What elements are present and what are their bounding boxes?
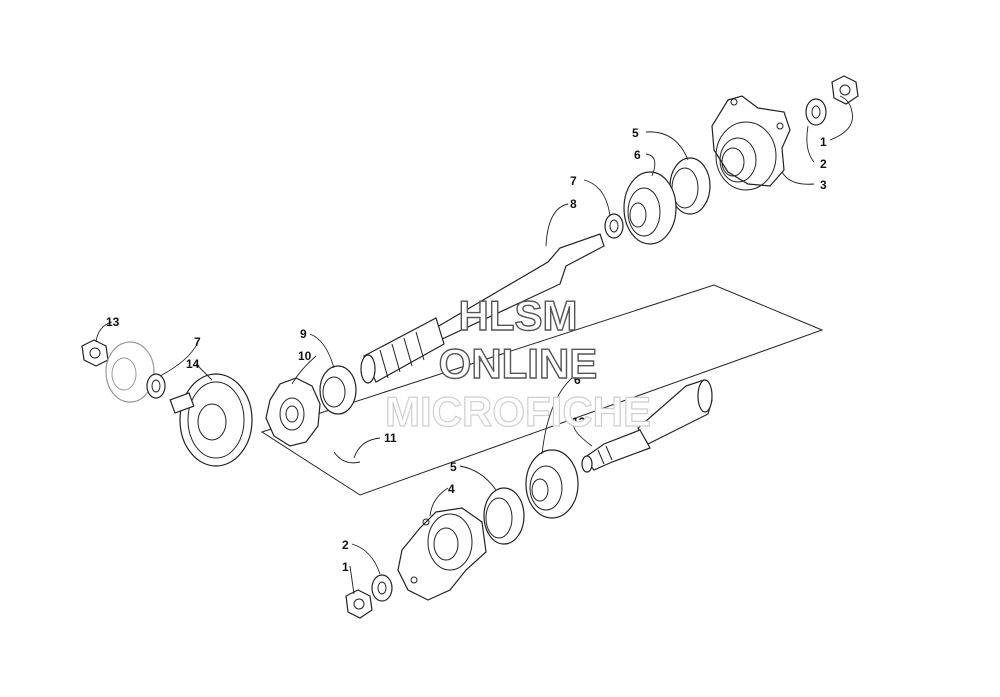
part-hub-flange[interactable] [711, 95, 791, 191]
part-nut-bottom[interactable] [345, 589, 373, 619]
callout-4: 4 [448, 482, 455, 496]
watermark-microfiche: MICROFICHE [385, 388, 651, 435]
callout-3-top: 3 [820, 178, 827, 192]
part-bearing-left[interactable] [105, 341, 155, 403]
callout-7-top: 7 [570, 174, 577, 188]
assembly-group-outline [260, 284, 824, 496]
callout-1-bottom: 1 [342, 560, 349, 574]
callout-2-bottom: 2 [342, 538, 349, 552]
callout-13: 13 [106, 315, 120, 329]
callout-5-top: 5 [632, 126, 639, 140]
part-seal-bottom[interactable] [483, 487, 525, 545]
part-shaft-sleeve[interactable] [637, 379, 713, 445]
part-washer-7-top[interactable] [604, 213, 624, 239]
part-washer-top[interactable] [805, 98, 827, 126]
watermark-hlsm: HLSM [459, 292, 578, 339]
part-housing[interactable] [397, 507, 487, 601]
part-shaft[interactable] [360, 233, 605, 384]
part-washer-bottom[interactable] [371, 574, 393, 602]
callout-10: 10 [298, 349, 312, 363]
part-nut-13[interactable] [81, 339, 109, 367]
part-snap-ring[interactable] [333, 451, 361, 464]
leader-lines [95, 95, 853, 595]
callout-8: 8 [570, 197, 577, 211]
callout-2-top: 2 [820, 157, 827, 171]
callout-7-left: 7 [194, 335, 201, 349]
part-spur-gear[interactable] [169, 373, 253, 467]
watermark-online: ONLINE [439, 340, 598, 387]
callout-11: 11 [384, 431, 397, 445]
part-bearing-bottom[interactable] [525, 449, 579, 519]
callout-6-bottom: 6 [574, 373, 581, 387]
part-washer-7-left[interactable] [146, 373, 166, 399]
callout-5-bottom: 5 [450, 460, 457, 474]
part-bevel-gear[interactable] [265, 377, 321, 447]
callout-12: 12 [572, 415, 586, 429]
part-splined-shaft[interactable] [581, 429, 651, 473]
part-nut-top[interactable] [831, 75, 859, 105]
part-bearing-9[interactable] [319, 365, 357, 415]
callout-9: 9 [300, 327, 307, 341]
callout-1-top: 1 [820, 135, 827, 149]
part-bearing-top[interactable] [623, 171, 677, 245]
callout-6-top: 6 [634, 148, 641, 162]
callout-14: 14 [186, 357, 200, 371]
